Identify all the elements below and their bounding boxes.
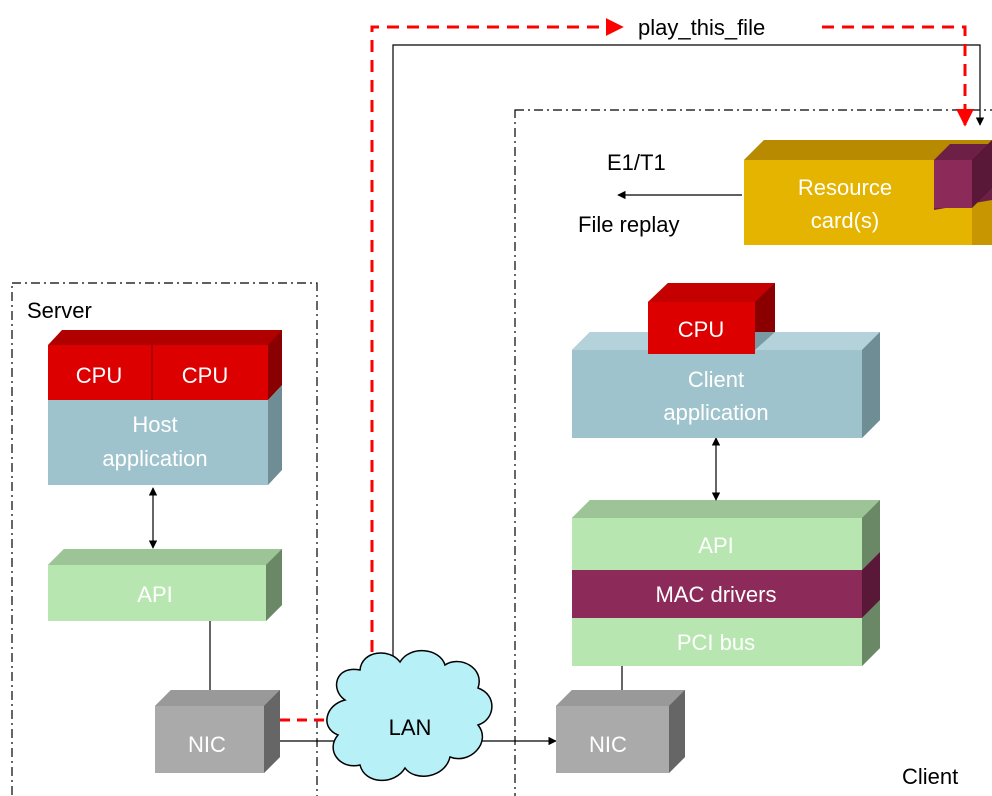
red-dashed-link-top <box>370 18 624 672</box>
mac-drivers-label: MAC drivers <box>655 582 776 607</box>
client-nic-block <box>556 690 685 773</box>
client-nic-label: NIC <box>589 732 627 757</box>
host-app-line2: application <box>102 446 207 471</box>
client-app-line1: Client <box>688 367 744 392</box>
server-region <box>11 282 318 796</box>
server-api-label: API <box>137 582 172 607</box>
server-cpu-2: CPU <box>182 363 228 388</box>
client-driver-stack <box>572 500 880 666</box>
server-nic-block <box>155 690 280 773</box>
file-replay-label: File replay <box>578 212 679 237</box>
red-dashed-link-down <box>822 25 974 127</box>
resource-card-line2: card(s) <box>811 208 879 233</box>
resource-card-line1: Resource <box>798 175 892 200</box>
lan-label: LAN <box>389 715 432 740</box>
server-host-block <box>48 330 282 485</box>
client-title: Client <box>902 764 958 789</box>
client-app-block <box>572 283 880 438</box>
trunk-label: E1/T1 <box>607 150 666 175</box>
server-api-block <box>48 549 282 621</box>
lan-cloud <box>326 649 493 782</box>
play-this-file-label: play_this_file <box>638 15 765 40</box>
client-api-label: API <box>698 533 733 558</box>
client-cpu-label: CPU <box>678 317 724 342</box>
pci-bus-label: PCI bus <box>677 630 755 655</box>
server-cpu-1: CPU <box>76 363 122 388</box>
server-title: Server <box>27 298 92 323</box>
resource-card-block <box>744 140 992 245</box>
host-app-line1: Host <box>132 412 177 437</box>
client-region <box>514 109 992 796</box>
client-app-line2: application <box>663 400 768 425</box>
server-nic-label: NIC <box>188 732 226 757</box>
black-link-top <box>392 44 985 690</box>
